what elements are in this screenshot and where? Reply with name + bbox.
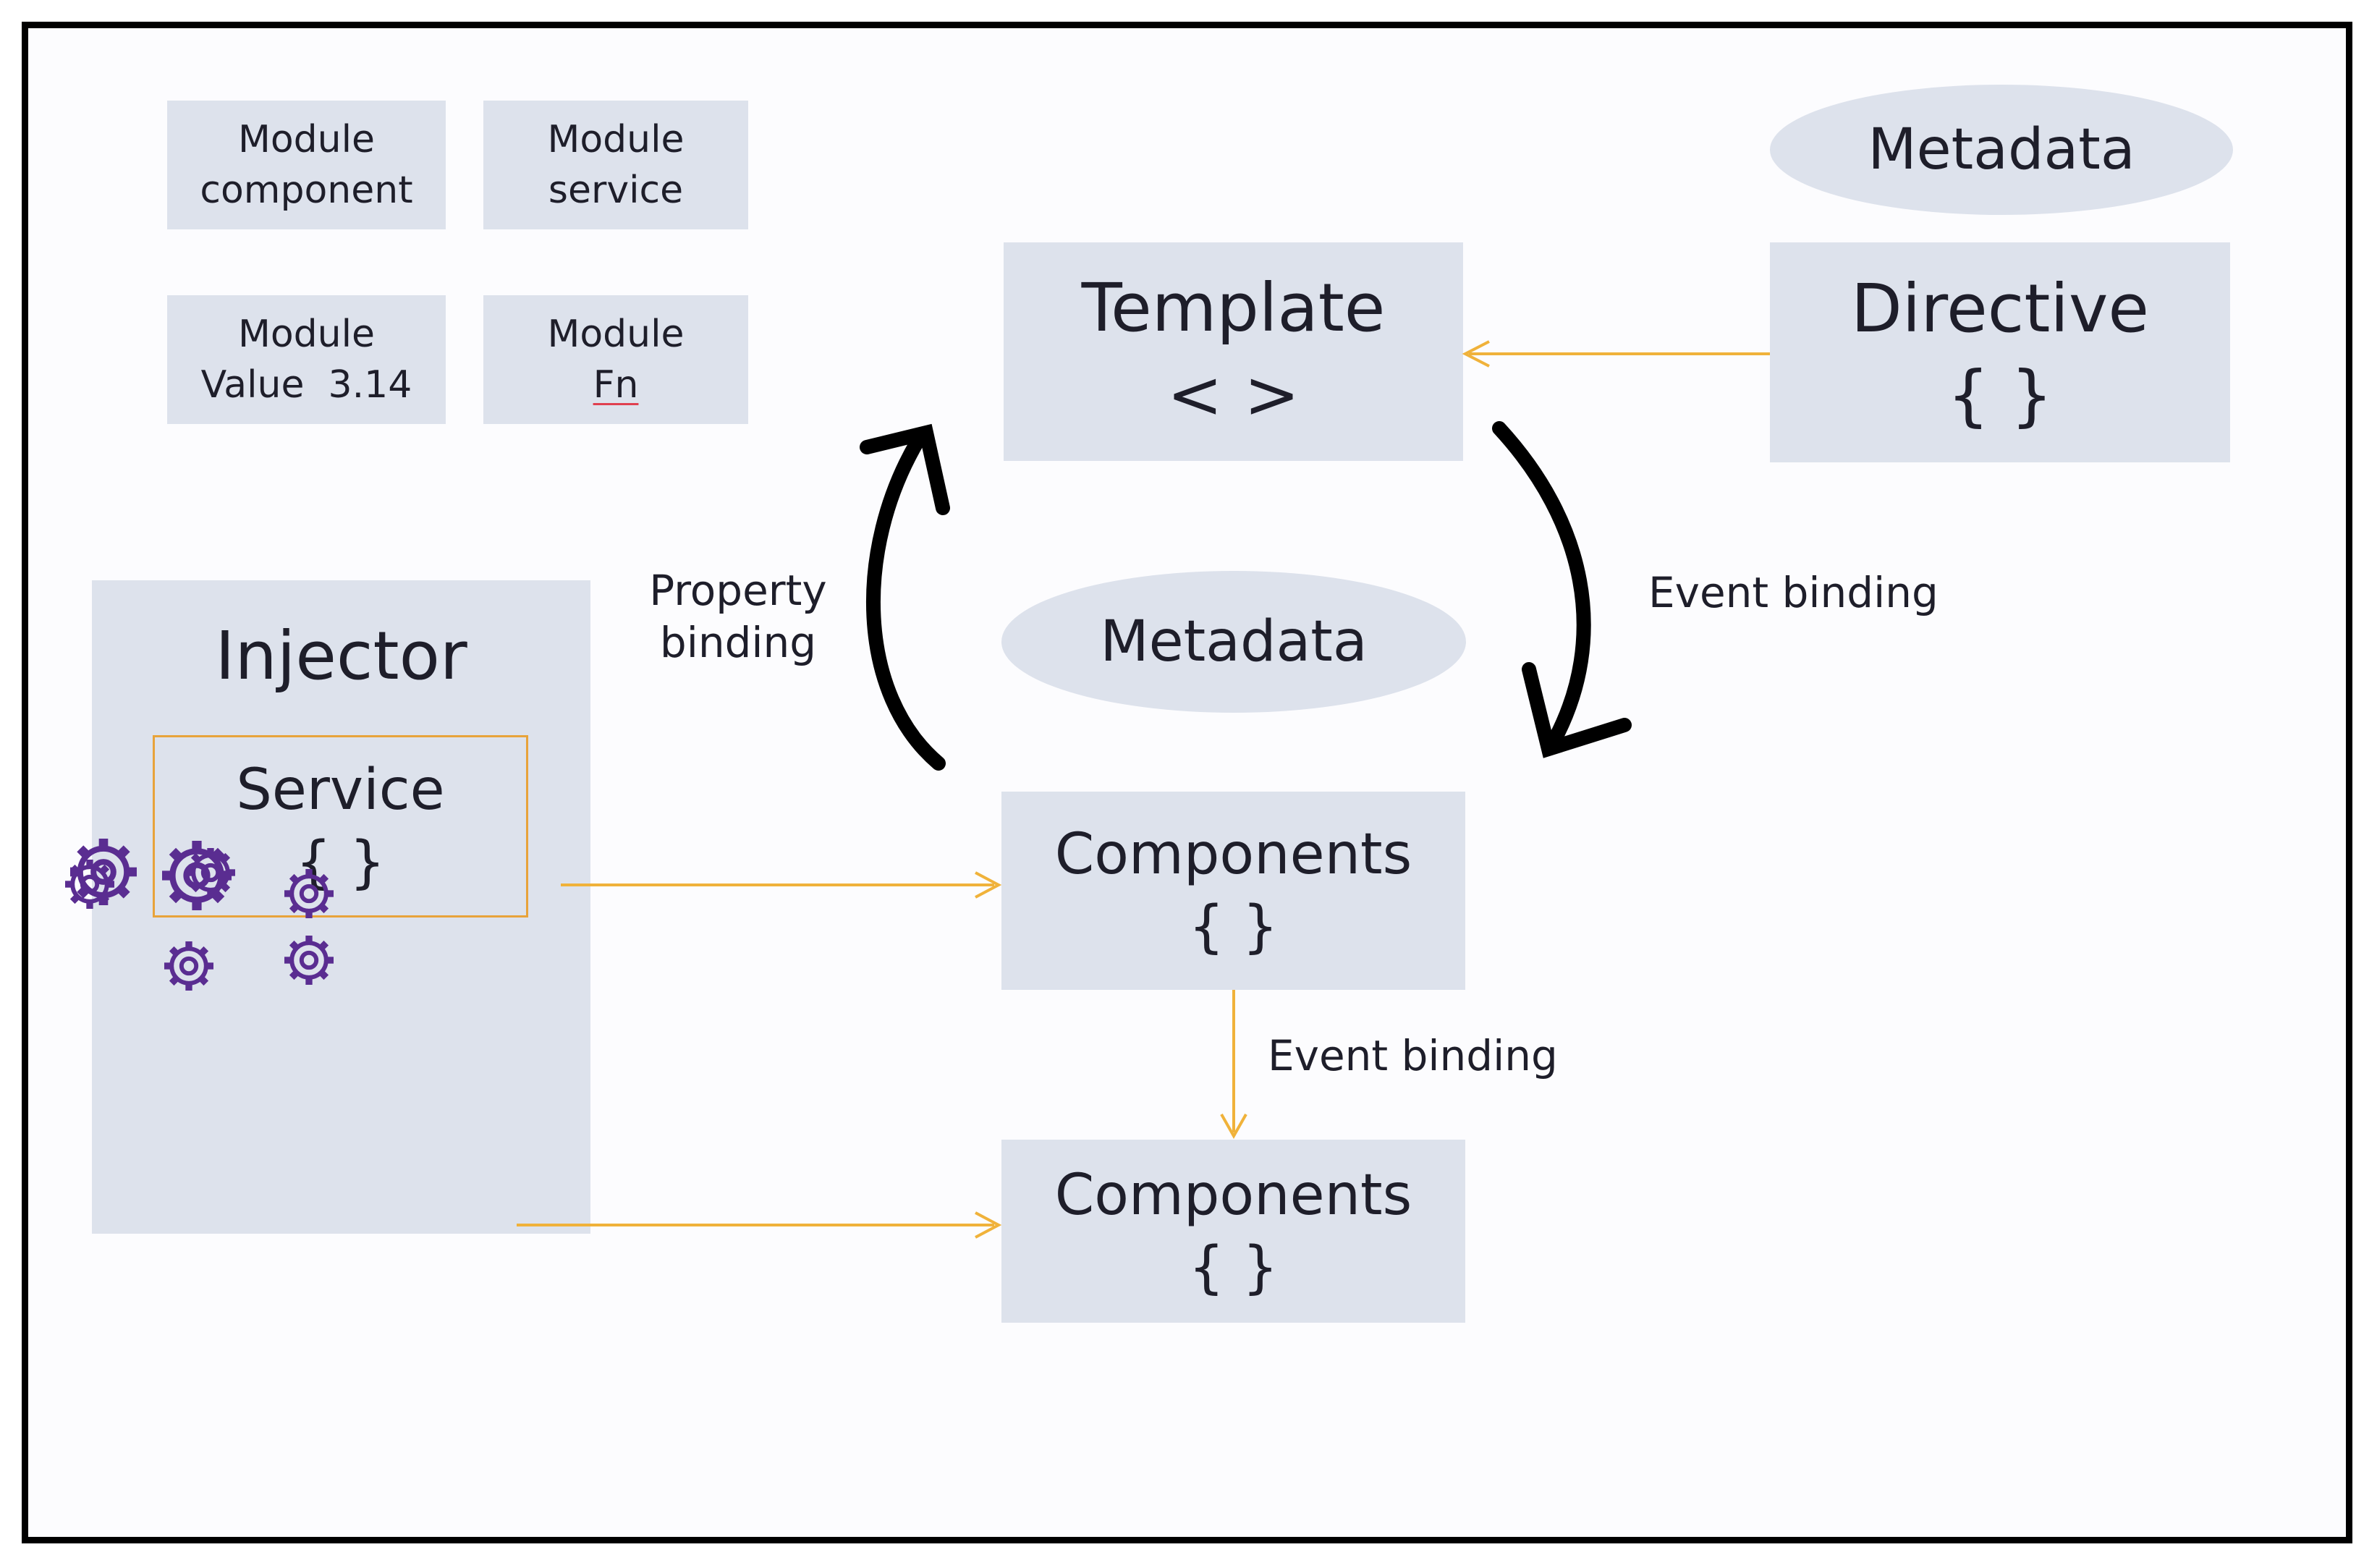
metadata-ellipse-top: Metadata xyxy=(1770,85,2233,215)
directive-to-template-arrow xyxy=(1462,340,1770,368)
metadata-ellipse-center: Metadata xyxy=(1001,571,1466,713)
event-binding-center-label: Event binding xyxy=(1268,1031,1558,1080)
directive-box: Directive { } xyxy=(1770,242,2230,462)
template-box: Template < > xyxy=(1004,242,1463,461)
injector-to-components-arrow xyxy=(517,1211,1002,1239)
service-box: Service { } xyxy=(153,735,528,918)
injector-title: Injector xyxy=(215,617,467,695)
gears-icon xyxy=(0,0,334,991)
service-to-components-arrow xyxy=(561,871,1002,899)
components-event-arrow xyxy=(1220,990,1247,1140)
components-bottom-box: Components { } xyxy=(1001,1140,1465,1323)
module-service-box: Module service xyxy=(483,101,748,229)
components-top-box: Components { } xyxy=(1001,792,1465,990)
property-binding-label: Property binding xyxy=(649,566,827,667)
module-component-box: Module component xyxy=(167,101,446,229)
property-binding-arrow xyxy=(860,423,950,771)
event-binding-arrow xyxy=(1492,421,1632,758)
injector-box: Injector xyxy=(92,580,590,1234)
module-fn-box: Module Fn xyxy=(483,295,748,424)
event-binding-right-label: Event binding xyxy=(1648,568,1939,617)
module-value-box: Module Value 3.14 xyxy=(167,295,446,424)
